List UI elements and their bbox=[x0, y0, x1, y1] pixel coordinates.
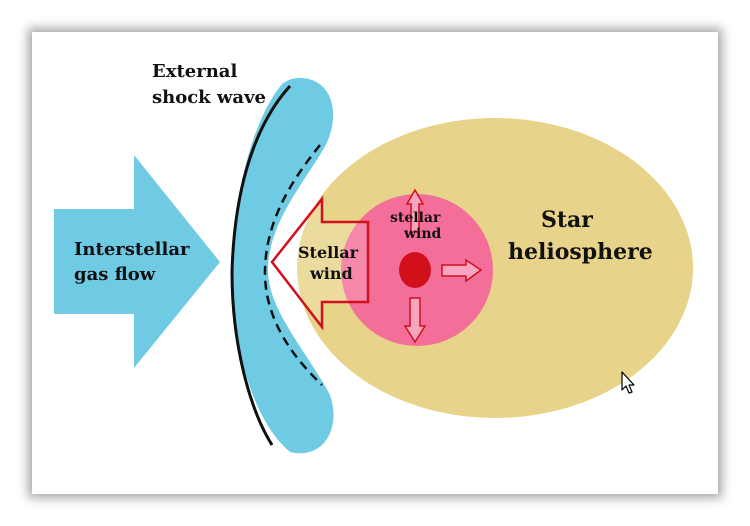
wind-arrow-down bbox=[403, 297, 427, 344]
mouse-pointer-icon bbox=[621, 371, 635, 394]
gas-flow-label-line2: gas flow bbox=[74, 264, 156, 285]
heliosphere-label-line2: heliosphere bbox=[508, 239, 653, 265]
shock-wave-label-line2: shock wave bbox=[152, 87, 266, 108]
inner-boundary-dashed bbox=[263, 144, 323, 386]
heliosphere-label-line1: Star bbox=[541, 207, 593, 233]
stellar-wind-label-line2: wind bbox=[309, 264, 353, 283]
wind-arrow-right bbox=[441, 258, 483, 283]
stellar-wind-arrow-left bbox=[270, 195, 370, 331]
stellar-wind-label-line1: Stellar bbox=[298, 243, 359, 262]
gas-flow-label-line1: Interstellar bbox=[74, 239, 190, 260]
inner-wind-label-line1: stellar bbox=[390, 210, 441, 226]
inner-wind-label-line2: wind bbox=[403, 226, 442, 242]
gas-flow-arrow bbox=[54, 155, 220, 368]
wind-arrow-up bbox=[405, 188, 425, 233]
shock-wave-shape bbox=[232, 77, 334, 454]
star bbox=[399, 252, 431, 288]
shock-front-line bbox=[230, 84, 292, 446]
shock-wave-label-line1: External bbox=[152, 61, 237, 82]
